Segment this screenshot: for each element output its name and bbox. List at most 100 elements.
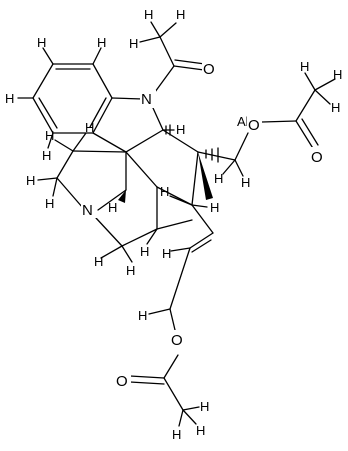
bond-benz-5-inner bbox=[38, 97, 58, 129]
bond-ch3-h2 bbox=[139, 36, 161, 43]
bond-h-ch3l3 bbox=[182, 409, 197, 425]
bond-acyl-l-ch3 bbox=[163, 377, 184, 411]
h-ch2u-1: H bbox=[214, 171, 223, 186]
atom-o-lower-ester: O bbox=[171, 332, 183, 349]
bond-h-c19 bbox=[170, 247, 191, 252]
atom-label-layer: N N O Abs O O O O bbox=[81, 59, 326, 390]
bond-c2-c16 bbox=[162, 129, 199, 153]
bond-acyl-o bbox=[173, 65, 205, 71]
h-c3: H bbox=[140, 244, 149, 259]
h-c2: H bbox=[176, 122, 185, 137]
bond-layer bbox=[17, 21, 336, 427]
bond-h-ch3u2 bbox=[304, 72, 316, 91]
h-c19: H bbox=[162, 246, 171, 261]
bond-benz-3 bbox=[92, 97, 113, 134]
bond-o-acyl-l bbox=[163, 354, 179, 379]
bond-h-ch2b1 bbox=[37, 177, 58, 181]
h-ch2c-1: H bbox=[94, 254, 103, 269]
bond-n2-c7 bbox=[97, 189, 127, 211]
h-benz-4: H bbox=[42, 148, 51, 163]
bond-benz-spiro bbox=[92, 132, 127, 153]
bond-acyl-u-o bbox=[295, 120, 315, 151]
bond-ch2b-n2 bbox=[56, 177, 84, 209]
bond-ch2a-ch2b bbox=[56, 150, 74, 179]
bond-h-ch3l1 bbox=[182, 406, 200, 411]
h-ch2a-1: H bbox=[45, 128, 54, 143]
bond-h-b1 bbox=[42, 47, 54, 65]
bond-n1-acyl bbox=[154, 65, 175, 93]
h-ch3u-2: H bbox=[300, 59, 309, 74]
bond-c20-c19-2 bbox=[191, 239, 212, 253]
atom-n1: N bbox=[141, 91, 152, 108]
bond-ch2c-c bbox=[121, 228, 158, 247]
bond-c-c15 bbox=[156, 219, 193, 230]
bond-benz-2 bbox=[92, 63, 113, 99]
atom-o-upper-carbonyl: O bbox=[311, 149, 323, 166]
h-ch3l-1: H bbox=[200, 399, 209, 414]
bond-spiro-ch2a bbox=[72, 150, 127, 153]
h-ch3l-2: H bbox=[172, 427, 181, 442]
bond-benz-5 bbox=[32, 97, 54, 134]
bond-acyl-u-ch3 bbox=[295, 89, 316, 122]
h-ch3u-1: H bbox=[331, 100, 340, 115]
wedge-c16-h bbox=[198, 152, 213, 200]
bond-h-c15b bbox=[169, 195, 193, 206]
wedge-c7-h bbox=[118, 190, 126, 203]
bond-c15-c20 bbox=[191, 204, 214, 234]
bond-c-n1 bbox=[111, 97, 144, 100]
h-acetyl-3: H bbox=[176, 7, 185, 22]
bond-h-ch2c2 bbox=[121, 245, 133, 263]
atom-o-lower-carbonyl: O bbox=[116, 373, 128, 390]
bond-ch2o-o bbox=[169, 308, 176, 331]
h-c15: H bbox=[210, 200, 219, 215]
stereo-layer bbox=[118, 124, 219, 203]
bond-acyl-l-o-2 bbox=[129, 381, 165, 385]
bond-h-ch2b2 bbox=[52, 177, 58, 197]
bond-h-c3 bbox=[146, 228, 158, 245]
h-benz-3: H bbox=[5, 91, 14, 106]
h-ch2o: H bbox=[138, 308, 147, 323]
h-ch3u-3: H bbox=[333, 67, 342, 82]
bond-h-ch3u1 bbox=[314, 89, 331, 105]
h-ch3l-3: H bbox=[196, 423, 205, 438]
hash-c16-ch2 bbox=[205, 147, 219, 163]
bond-benz-6 bbox=[32, 63, 54, 99]
atom-n2: N bbox=[82, 202, 93, 219]
bond-acyl-u-o-2 bbox=[301, 118, 319, 146]
bond-benz-3-inner bbox=[89, 97, 107, 128]
bond-ch2-o bbox=[234, 132, 249, 161]
bond-c2-spiro bbox=[125, 129, 164, 153]
bond-o-acyl-u bbox=[261, 120, 297, 123]
bond-n2-ch2c bbox=[95, 217, 123, 247]
bond-ch3-h1 bbox=[150, 21, 161, 38]
h-acetyl-2: H bbox=[129, 36, 138, 51]
bond-h-ch3l2 bbox=[178, 409, 184, 427]
bond-h-ch2a1 bbox=[54, 139, 74, 152]
bond-acyl-ch3 bbox=[159, 36, 175, 67]
atom-o-acetyl: O bbox=[203, 61, 215, 78]
h-ch2a-2: H bbox=[85, 120, 94, 135]
h-ch2b-1: H bbox=[26, 173, 35, 188]
bond-h-b4 bbox=[47, 132, 54, 149]
bond-h-ch3u3 bbox=[314, 78, 336, 91]
bond-spiro-c bbox=[125, 151, 158, 188]
bond-h-ch2o bbox=[148, 308, 171, 315]
bond-h-ch2c1 bbox=[100, 245, 123, 259]
bond-acyl-o-2 bbox=[174, 59, 206, 65]
h-c15b: H bbox=[160, 184, 169, 199]
bond-h-ch2u1 bbox=[222, 159, 236, 175]
bond-ch3-h3 bbox=[159, 22, 177, 38]
h-benz-1: H bbox=[37, 35, 46, 50]
atom-o-upper-ester: O bbox=[248, 117, 260, 134]
bond-h-ch2u2 bbox=[234, 159, 244, 177]
h-benz-2: H bbox=[97, 35, 106, 50]
bond-h-b2 bbox=[92, 47, 102, 65]
h-ch2u-2: H bbox=[241, 175, 250, 190]
bond-c16-ch2 bbox=[197, 151, 236, 161]
h-ch2b-2: H bbox=[45, 196, 54, 211]
bond-n1-c2 bbox=[152, 107, 164, 131]
h-c7: H bbox=[108, 200, 117, 215]
bond-acyl-l-o bbox=[129, 375, 165, 379]
